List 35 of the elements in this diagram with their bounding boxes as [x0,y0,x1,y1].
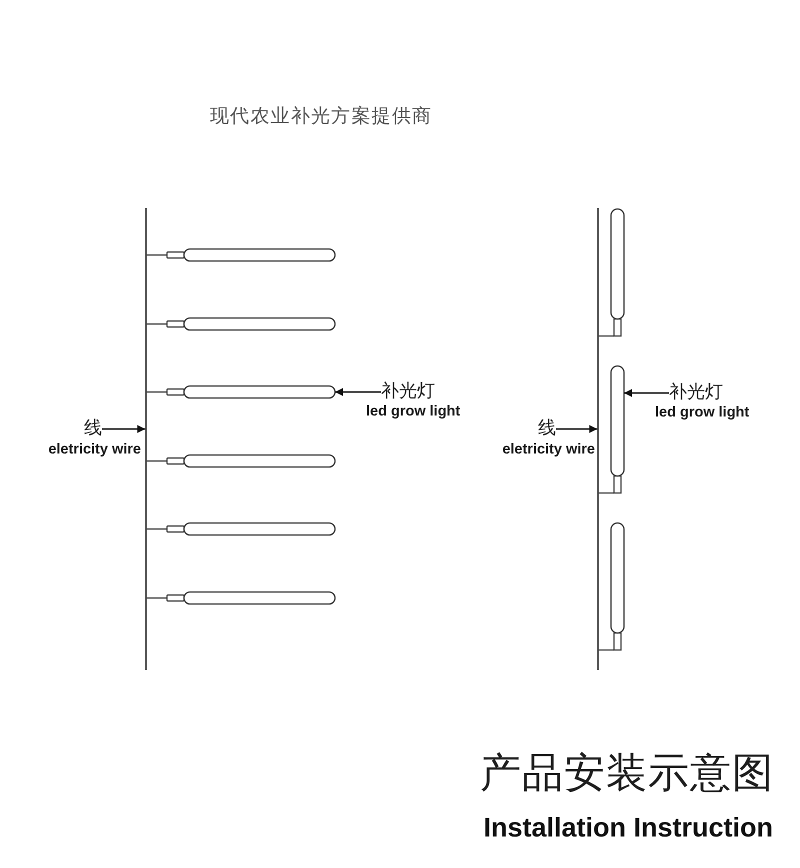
wire-branch [146,254,167,256]
wire-branch [146,391,167,393]
wire-branch [146,460,167,462]
wire-branch [598,335,614,337]
callout-label: 补光灯 [381,382,435,402]
wire-branch [146,323,167,325]
tagline: 现代农业补光方案提供商 [210,106,432,128]
led-tube [166,591,336,605]
callout-label: 线 [84,418,102,440]
led-tube [610,365,625,494]
wire-branch [598,649,614,651]
led-tube [166,454,336,468]
callout-label: 线 [538,418,556,440]
subtitle: Installation Instruction [483,812,773,844]
leader-arrow [102,425,146,433]
led-tube [166,248,336,262]
callout-label: 补光灯 [669,382,723,404]
led-tube [166,317,336,331]
wire-branch [598,492,614,494]
led-tube [166,522,336,536]
wire-branch [146,597,167,599]
caption-text: eletricity wire [502,442,595,458]
led-tube [166,385,336,399]
leader-arrow [624,389,669,397]
leader-arrow [335,388,381,396]
caption-text: led grow light [655,404,750,422]
electric-wire [597,208,599,670]
diagram-title: 产品安装示意图 [480,749,774,797]
caption-text: led grow light [366,404,460,420]
wire-branch [146,528,167,530]
led-tube [610,522,625,651]
caption-text: eletricity wire [48,442,141,458]
leader-arrow [556,425,598,433]
led-tube [610,208,625,337]
electric-wire [145,208,147,670]
